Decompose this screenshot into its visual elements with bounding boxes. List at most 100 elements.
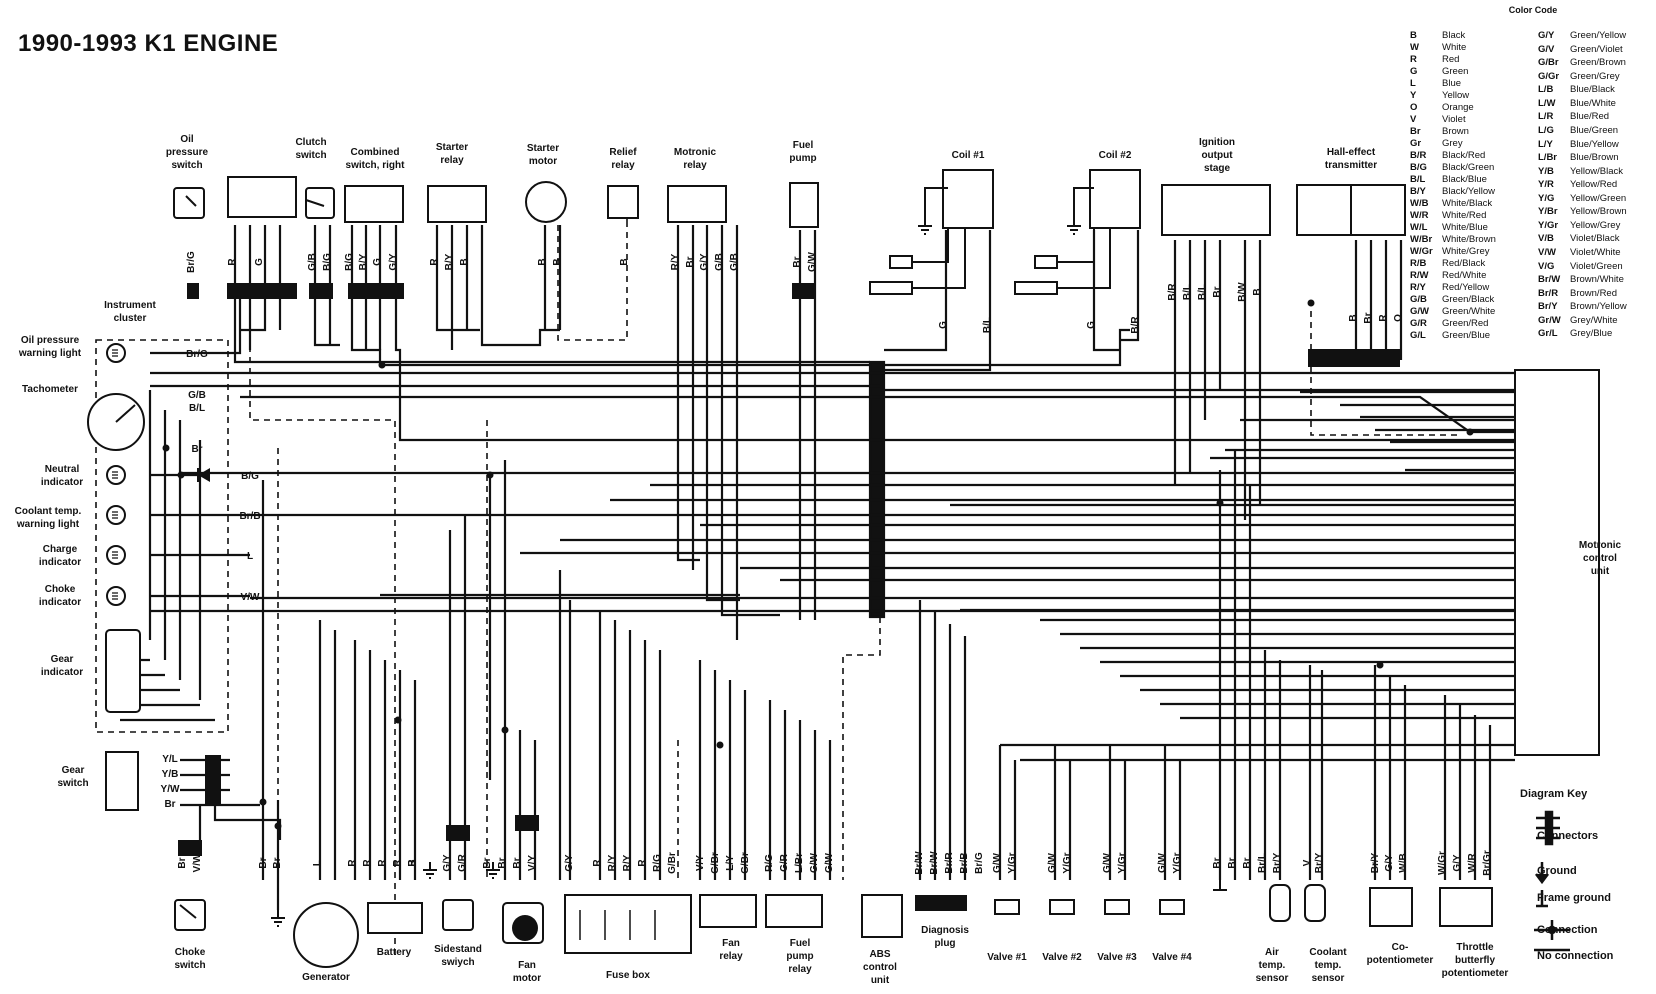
wire-label-top: B/G bbox=[322, 253, 333, 271]
color-code-abbrev: Y/G bbox=[1538, 192, 1555, 204]
color-code-abbrev: G bbox=[1410, 66, 1418, 77]
color-code-abbrev: Gr bbox=[1410, 138, 1422, 149]
color-code-name: Brown/Red bbox=[1570, 287, 1617, 299]
wire-label-bottom: Br bbox=[497, 857, 508, 868]
color-code-name: Green/Violet bbox=[1570, 43, 1623, 55]
battery-label: Battery bbox=[377, 947, 412, 958]
wire-label-bottom: Br bbox=[177, 857, 188, 868]
wire-label-bottom: R bbox=[362, 859, 373, 867]
color-code-abbrev: B/Y bbox=[1410, 186, 1426, 197]
wire-label-top: R bbox=[429, 258, 440, 266]
valve-2-label: Valve #2 bbox=[1042, 952, 1082, 963]
wire-label-bottom: Br/W bbox=[929, 851, 940, 875]
wire-label-bottom: Br/Y bbox=[1370, 852, 1381, 873]
color-code-abbrev: Y/Gr bbox=[1538, 219, 1559, 231]
color-code-name: Black bbox=[1442, 30, 1466, 41]
color-code-abbrev: L/W bbox=[1538, 97, 1556, 109]
color-code-name: Green bbox=[1442, 66, 1469, 77]
wire-label-cluster: Y/W bbox=[161, 784, 180, 795]
component-shapes bbox=[87, 169, 1600, 968]
wire-label-top: G/B bbox=[729, 253, 740, 271]
key-connectors: Connectors bbox=[1537, 830, 1599, 842]
wire-label-bottom: L/Br bbox=[794, 853, 805, 873]
wire-label-bottom: G/Y bbox=[1452, 854, 1463, 872]
color-code-name: Yellow/Black bbox=[1570, 165, 1623, 177]
wire-label-top: B/W bbox=[1237, 282, 1248, 302]
wire-label-bottom: W/R bbox=[1467, 853, 1478, 873]
color-code-name: White/Grey bbox=[1442, 246, 1490, 257]
connection-dots bbox=[162, 299, 1474, 830]
color-code-name: Brown/Yellow bbox=[1570, 301, 1627, 313]
coolant-warning-label: Coolant temp.warning light bbox=[15, 506, 82, 530]
wire-label-bottom: Y/Gr bbox=[1172, 852, 1183, 873]
neutral-diode bbox=[197, 468, 210, 482]
color-code-abbrev: L/Br bbox=[1538, 152, 1557, 164]
wire-label-bottom: G/R bbox=[779, 853, 790, 872]
wire-label-bottom: G/W bbox=[992, 852, 1003, 873]
color-code-name: White/Brown bbox=[1442, 234, 1496, 245]
color-code-name: Black/Yellow bbox=[1442, 186, 1495, 197]
wire-label-bottom: Br/W bbox=[914, 851, 925, 875]
color-code-abbrev: Gr/W bbox=[1538, 314, 1561, 326]
wire-label-bottom: R/Y bbox=[607, 854, 618, 871]
color-code-abbrev: Y/B bbox=[1538, 165, 1554, 177]
color-code-abbrev: V/G bbox=[1538, 260, 1555, 272]
color-code-abbrev: O bbox=[1410, 102, 1418, 113]
color-code-heading: Color Code bbox=[1508, 5, 1558, 15]
valve-1-label: Valve #1 bbox=[987, 952, 1027, 963]
color-code-abbrev: L/G bbox=[1538, 124, 1554, 136]
wire-label-top: G/B bbox=[307, 253, 318, 271]
wire-label-cluster: Y/B bbox=[162, 769, 179, 780]
wire-label-cluster: B/G bbox=[241, 471, 259, 482]
wire-label-bottom: R/G bbox=[652, 854, 663, 872]
wire-label-bottom: Br bbox=[1212, 857, 1223, 868]
color-code-abbrev: R/B bbox=[1410, 258, 1427, 269]
color-code-abbrev: Br/W bbox=[1538, 274, 1561, 286]
valve-4-label: Valve #4 bbox=[1152, 952, 1192, 963]
color-code-name: Grey/White bbox=[1570, 314, 1618, 326]
wire-label-bottom: R/G bbox=[764, 854, 775, 872]
wire-label-cluster: Br/G bbox=[186, 349, 208, 360]
wire-label-top: G/B bbox=[714, 253, 725, 271]
instrument-bulbs bbox=[106, 343, 126, 606]
wire-label-cluster: Br/B bbox=[239, 511, 260, 522]
diagram-key-title: Diagram Key bbox=[1520, 788, 1588, 800]
color-code-abbrev: W bbox=[1410, 42, 1419, 53]
wire-label-bottom: V/W bbox=[192, 853, 203, 872]
color-code-name: White/Black bbox=[1442, 198, 1493, 209]
wire-label-bottom: R bbox=[347, 859, 358, 867]
wire-label-bottom: Br bbox=[1227, 857, 1238, 868]
wire-label-top: B bbox=[1252, 288, 1263, 295]
wire-label-bottom: Y/Gr bbox=[1062, 852, 1073, 873]
color-code-name: Blue bbox=[1442, 78, 1462, 89]
wire-label-bottom: Y/Gr bbox=[1007, 852, 1018, 873]
color-code-name: Yellow/Grey bbox=[1570, 219, 1621, 231]
color-code-name: Black/Green bbox=[1442, 162, 1495, 173]
wire-label-top: G bbox=[372, 258, 383, 266]
key-no-connection: No connection bbox=[1537, 950, 1614, 962]
color-code-abbrev: L/B bbox=[1538, 84, 1554, 96]
wire-label-top: Br bbox=[1212, 286, 1223, 297]
wire-label-bottom: W/B bbox=[1398, 853, 1409, 872]
color-code-abbrev: B/L bbox=[1410, 174, 1426, 185]
color-code-abbrev: G/Gr bbox=[1538, 70, 1560, 82]
valve-3-label: Valve #3 bbox=[1097, 952, 1137, 963]
wire-label-bottom: W/Gr bbox=[1437, 851, 1448, 875]
wire-label-bottom: Br bbox=[272, 857, 283, 868]
diagram-key-symbols bbox=[1534, 810, 1570, 952]
